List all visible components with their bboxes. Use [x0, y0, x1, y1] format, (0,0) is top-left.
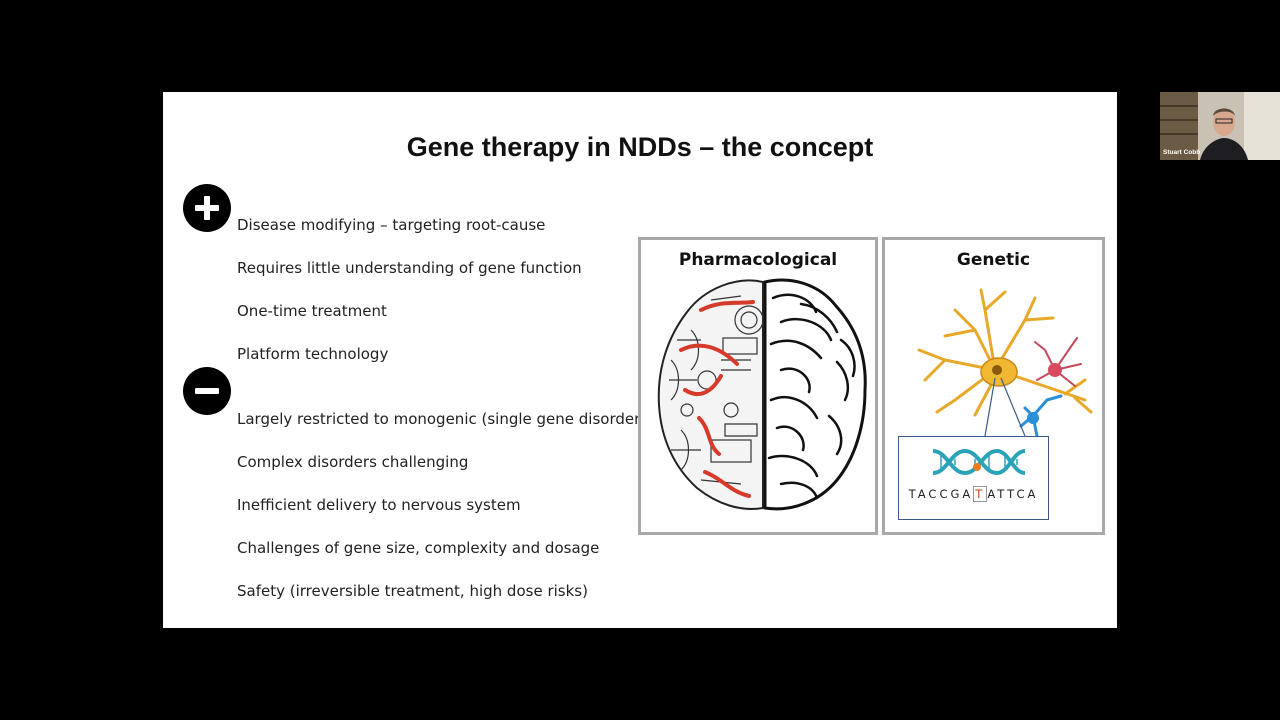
presentation-slide: Gene therapy in NDDs – the concept Disea…: [163, 92, 1117, 628]
sequence-mutation: T: [973, 486, 988, 502]
pro-item: Platform technology: [237, 345, 389, 363]
plus-icon: [183, 184, 231, 232]
sequence-prefix: TACCGA: [908, 487, 974, 501]
pro-item: Disease modifying – targeting root-cause: [237, 216, 546, 234]
participant-video-feed: [1160, 92, 1280, 160]
pharmacological-label: Pharmacological: [678, 250, 838, 270]
minus-icon: [183, 367, 231, 415]
sequence-suffix: ATTCA: [987, 487, 1039, 501]
con-item: Challenges of gene size, complexity and …: [237, 539, 600, 557]
genetic-panel: Genetic: [882, 237, 1105, 535]
neuron-illustration: [917, 288, 1093, 438]
con-item: Largely restricted to monogenic (single …: [237, 410, 654, 428]
participant-name: Stuart Cobb: [1163, 149, 1201, 156]
slide-title: Gene therapy in NDDs – the concept: [406, 132, 874, 162]
pharmacological-panel: Pharmacological: [638, 237, 878, 535]
con-item: Inefficient delivery to nervous system: [237, 496, 521, 514]
participant-video-tile[interactable]: Stuart Cobb: [1160, 92, 1280, 160]
genetic-label: Genetic: [956, 250, 1031, 270]
pro-item: Requires little understanding of gene fu…: [237, 259, 582, 277]
con-item: Complex disorders challenging: [237, 453, 469, 471]
brain-illustration: [657, 278, 867, 511]
dna-helix-icon: [932, 448, 1026, 476]
pro-item: One-time treatment: [237, 302, 387, 320]
con-item: Safety (irreversible treatment, high dos…: [237, 582, 588, 600]
